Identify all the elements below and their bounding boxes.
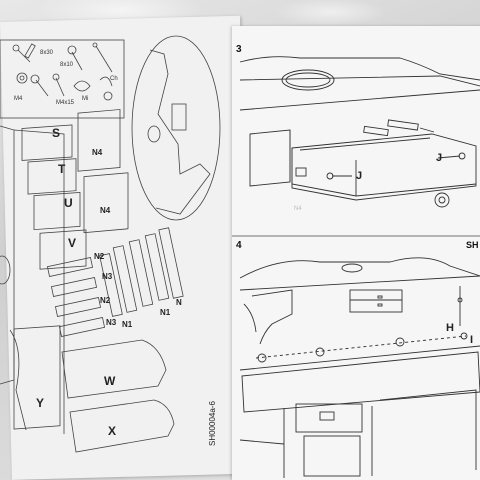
part-n4-bottom: [83, 172, 129, 234]
hutch-side: [251, 289, 293, 345]
part-n1-label: N1: [122, 320, 133, 329]
detail-oval: [131, 35, 221, 221]
part-t-label: T: [58, 162, 66, 176]
part-h-label: H: [446, 322, 454, 334]
part-w: [61, 339, 167, 399]
cable-hole: [281, 69, 335, 91]
part-n3-label: N3: [102, 272, 113, 281]
hardware-label: 8x10: [60, 62, 74, 68]
handle-icon: [99, 76, 113, 101]
desk-top: [241, 351, 480, 413]
part-v-label: V: [68, 236, 77, 250]
part-n-label: N: [176, 298, 182, 307]
bolt-icon: [67, 45, 83, 71]
part-s-label: S: [52, 126, 61, 140]
drawer-box: [291, 133, 477, 201]
part-x: [69, 399, 175, 453]
part-n2-label: N2: [94, 252, 105, 261]
hardware-label: Ch: [110, 76, 118, 82]
part-n3-label: N3: [106, 318, 117, 327]
dowel-icon: [257, 353, 267, 363]
part-n1-label: N1: [160, 308, 171, 317]
part-x-label: X: [108, 424, 117, 438]
part-u: [33, 191, 81, 231]
part-w-label: W: [104, 374, 116, 388]
part-n2-label: N2: [100, 296, 111, 305]
hardware-box: [0, 39, 125, 119]
part-j-label: J: [436, 152, 443, 164]
header-clip: SH: [466, 240, 479, 250]
desk-drawer: [295, 403, 363, 433]
panel-left-edge: [0, 125, 15, 385]
hardware-label: Mi: [82, 96, 89, 102]
part-i-label: I: [470, 334, 474, 346]
cam-lock-icon: [16, 72, 28, 84]
hardware-label: M4x15: [56, 100, 75, 106]
part-n4-top: [77, 109, 121, 172]
dowel-icon: [24, 43, 36, 59]
hardware-label: 8x30: [40, 50, 54, 56]
desk-hutch-top: [239, 257, 480, 279]
ghost-label: N4: [294, 206, 302, 212]
part-n4-label: N4: [92, 148, 103, 157]
screw-icon: [92, 42, 113, 73]
part-s: [21, 124, 73, 161]
desk-cabinet-door: [303, 435, 361, 477]
bolt-icon: [30, 74, 49, 97]
part-y-label: Y: [36, 396, 45, 410]
screw-icon: [12, 44, 31, 63]
hutch-drawer: [349, 289, 403, 313]
dowel-icon: [395, 337, 405, 347]
part-j-label: J: [356, 170, 363, 182]
part-u-label: U: [64, 196, 73, 210]
step-number-4: 4: [236, 240, 242, 251]
hardware-label: M4: [14, 96, 23, 102]
part-t: [27, 158, 77, 195]
cam-icon: [73, 80, 91, 92]
part-n4-label: N4: [100, 206, 111, 215]
drawer-knob: [434, 192, 450, 208]
desk-top-curve: [239, 56, 480, 81]
side-panel-profile: [149, 49, 211, 215]
part-v: [39, 229, 87, 270]
part-y: [13, 325, 61, 430]
screw-icon: [52, 73, 65, 97]
dowel-icon: [460, 332, 468, 340]
step-number-3: 3: [236, 44, 242, 55]
